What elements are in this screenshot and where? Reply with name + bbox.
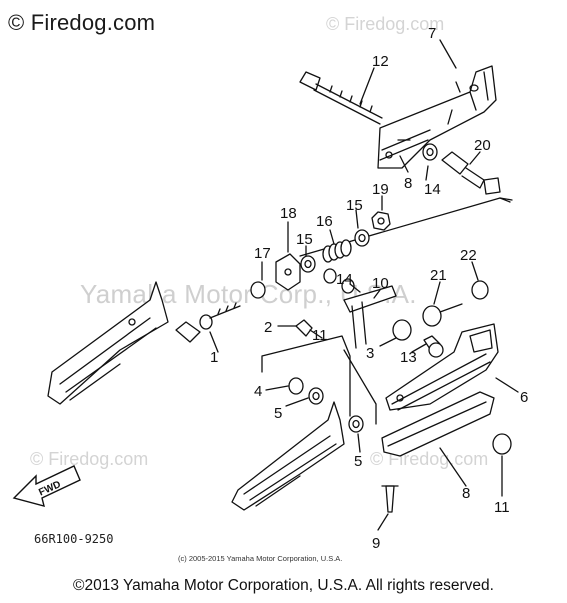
callout-21: 21 <box>430 267 447 284</box>
callout-18: 18 <box>280 205 297 222</box>
callout-4: 4 <box>254 383 262 400</box>
callout-17: 17 <box>254 245 271 262</box>
bolt-12 <box>299 71 383 125</box>
callout-14: 14 <box>424 181 441 198</box>
rail-lower-left <box>231 401 345 511</box>
forward-arrow: FWD <box>12 465 81 507</box>
callout-3: 3 <box>366 345 374 362</box>
callout-13: 13 <box>400 349 417 366</box>
footer-copyright: ©2013 Yamaha Motor Corporation, U.S.A. A… <box>73 577 494 594</box>
callout-1: 1 <box>210 349 218 366</box>
callout-6: 6 <box>520 389 528 406</box>
site-logo[interactable]: © Firedog.com <box>8 10 156 35</box>
callout-labels: 12 7 20 8 14 19 15 16 18 15 17 14 10 21 … <box>210 25 528 552</box>
callout-12: 12 <box>372 53 389 70</box>
diagram-copyright: (c) 2005-2015 Yamaha Motor Corporation, … <box>178 554 343 563</box>
callout-22: 22 <box>460 247 477 264</box>
bolt-20 <box>441 151 501 195</box>
callout-8: 8 <box>404 175 412 192</box>
callout-9: 9 <box>372 535 380 552</box>
callout-19: 19 <box>372 181 389 198</box>
callout-20: 20 <box>474 137 491 154</box>
callout-11: 11 <box>494 499 510 516</box>
spring-16 <box>322 239 352 263</box>
callout-10: 10 <box>372 275 389 292</box>
callout-7: 7 <box>428 25 436 42</box>
callout-15: 15 <box>346 197 363 214</box>
rail-lower-8 <box>381 391 495 457</box>
callout-5: 5 <box>274 405 282 422</box>
rail-left <box>47 281 169 405</box>
callout-2: 2 <box>264 319 272 336</box>
callout-8: 8 <box>462 485 470 502</box>
watermark-firedog: © Firedog.com <box>30 449 149 469</box>
rail-right-6 <box>385 323 499 411</box>
callout-5: 5 <box>354 453 362 470</box>
bracket-upper <box>377 65 497 169</box>
callout-11: 11 <box>312 327 328 344</box>
callout-16: 16 <box>316 213 333 230</box>
diagram-code: 66R100-9250 <box>34 532 114 546</box>
callout-14: 14 <box>336 271 353 288</box>
callout-15: 15 <box>296 231 313 248</box>
watermark-firedog: © Firedog.com <box>326 14 445 34</box>
